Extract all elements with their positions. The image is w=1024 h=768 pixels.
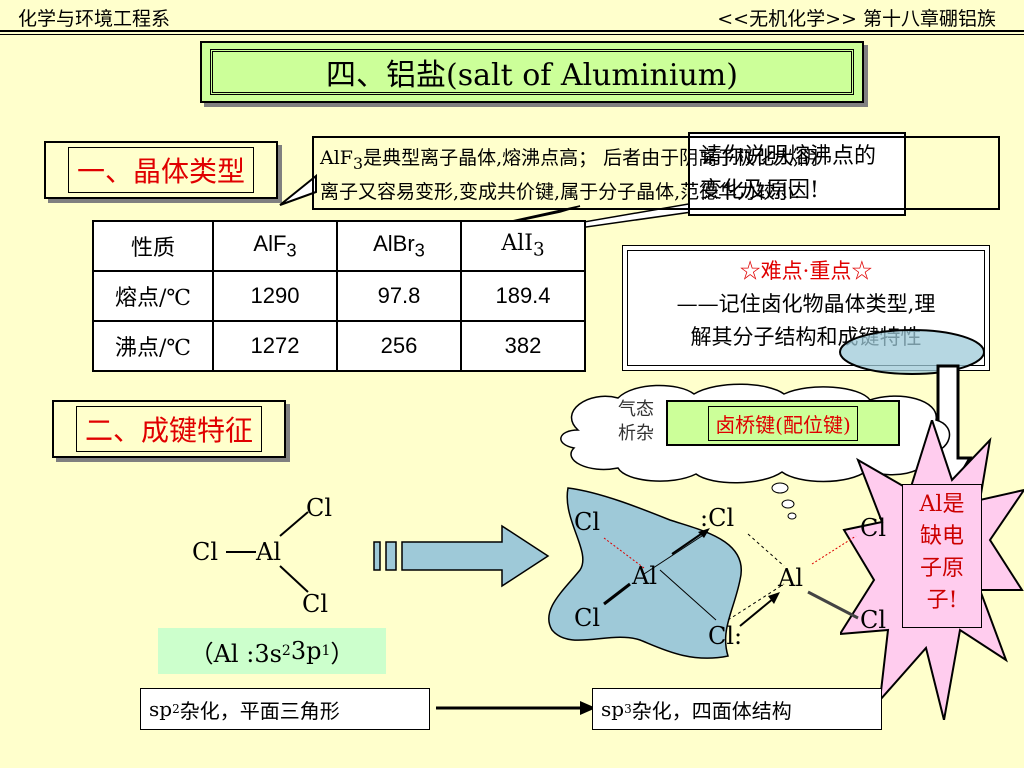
table-header-cell: AlF3: [212, 220, 338, 272]
dimer-cl-tr: Cl: [860, 514, 887, 542]
star-line: 子!: [926, 588, 958, 613]
table-cell: 97.8: [336, 270, 462, 322]
hyb-arrow-icon: [436, 701, 596, 715]
al2cl6-structure: [548, 487, 859, 659]
section-bonding-label: 二、成键特征: [75, 406, 262, 452]
table-header-row: 性质 AlF3 AlBr3 AlI3: [92, 220, 586, 272]
halogen-bridge-label: 卤桥键(配位键): [666, 400, 900, 446]
cloud-line1: 气态: [618, 399, 654, 420]
cloud-line2: 析杂: [618, 423, 654, 444]
star-line: 子原: [919, 556, 964, 581]
question-box: 请你说明熔沸点的 变化及原因!: [688, 132, 906, 216]
table-cell: 1272: [212, 320, 338, 372]
dimer-cl-bridge-top: :Cl: [700, 504, 735, 532]
slide-title-text: 四、铝盐(salt of Aluminium): [210, 49, 854, 95]
star-line: Al是: [919, 492, 965, 517]
table-cell: 1290: [212, 270, 338, 322]
table-cell: 熔点/℃: [92, 270, 214, 322]
question-line1: 请你说明熔沸点的: [700, 144, 877, 169]
keypoint-line1: ——记住卤化物晶体类型,理: [676, 292, 936, 316]
header-line-thin: [0, 34, 1024, 35]
table-header-cell: AlI3: [460, 220, 586, 272]
table-cell: 256: [336, 320, 462, 372]
monomer-cl-top: Cl: [306, 494, 333, 522]
header-right: <<无机化学>> 第十八章硼铝族: [717, 8, 996, 30]
callout-line2: 离子又容易变形,变成共价键,属于分子晶体,范德华力较小.: [320, 180, 801, 203]
table-cell: 189.4: [460, 270, 586, 322]
big-arrow-icon: [373, 524, 550, 588]
header-left: 化学与环境工程系: [18, 8, 171, 30]
halogen-bridge-text: 卤桥键(配位键): [708, 405, 858, 441]
table-header-cell: AlBr3: [336, 220, 462, 272]
hyb-sp2-text: 杂化，平面三角形: [179, 698, 340, 723]
question-line2: 变化及原因!: [700, 178, 819, 203]
properties-table: 性质 AlF3 AlBr3 AlI3 熔点/℃ 1290 97.8 189.4 …: [92, 220, 586, 372]
callout-explanation: AlF3是典型离子晶体,熔沸点高； 后者由于阴离子极化大,阴 离子又容易变形,变…: [312, 136, 1000, 210]
header-line: [0, 30, 1024, 32]
table-cell: 382: [460, 320, 586, 372]
alcl3-bonds: [226, 511, 309, 593]
dimer-cl-br: Cl: [860, 606, 887, 634]
cloud-text: 气态 析杂: [618, 398, 654, 446]
callout-alf: AlF: [320, 147, 353, 169]
monomer-al: Al: [256, 538, 282, 566]
star-line: 缺电: [919, 524, 964, 549]
dimer-cl-bl: Cl: [574, 604, 601, 632]
table-cell: 沸点/℃: [92, 320, 214, 372]
electron-deficient-box: Al是 缺电 子原 子!: [902, 484, 982, 628]
callout-sub3: 3: [352, 153, 364, 173]
table-row: 沸点/℃ 1272 256 382: [92, 320, 586, 372]
monomer-cl-left: Cl: [192, 538, 219, 566]
slide-title: 四、铝盐(salt of Aluminium): [200, 41, 864, 103]
dimer-cl-bridge-bottom: Cl:: [708, 622, 743, 650]
dimer-al-right: Al: [778, 564, 804, 592]
keypoint-title: ☆难点·重点☆: [739, 259, 873, 283]
dimer-al-left: Al: [632, 562, 658, 590]
section-crystal-type-label: 一、晶体类型: [67, 147, 254, 193]
section-crystal-type: 一、晶体类型: [44, 141, 278, 199]
monomer-cl-bottom: Cl: [302, 590, 329, 618]
section-bonding: 二、成键特征: [52, 400, 286, 458]
dimer-cl-tl: Cl: [574, 508, 601, 536]
hyb-sp3-text: 杂化，四面体结构: [631, 698, 792, 723]
table-row: 熔点/℃ 1290 97.8 189.4: [92, 270, 586, 322]
callout-line1: 是典型离子晶体,熔沸点高； 后者由于阴离子极化大,阴: [363, 147, 819, 169]
table-header-cell: 性质: [92, 220, 214, 272]
